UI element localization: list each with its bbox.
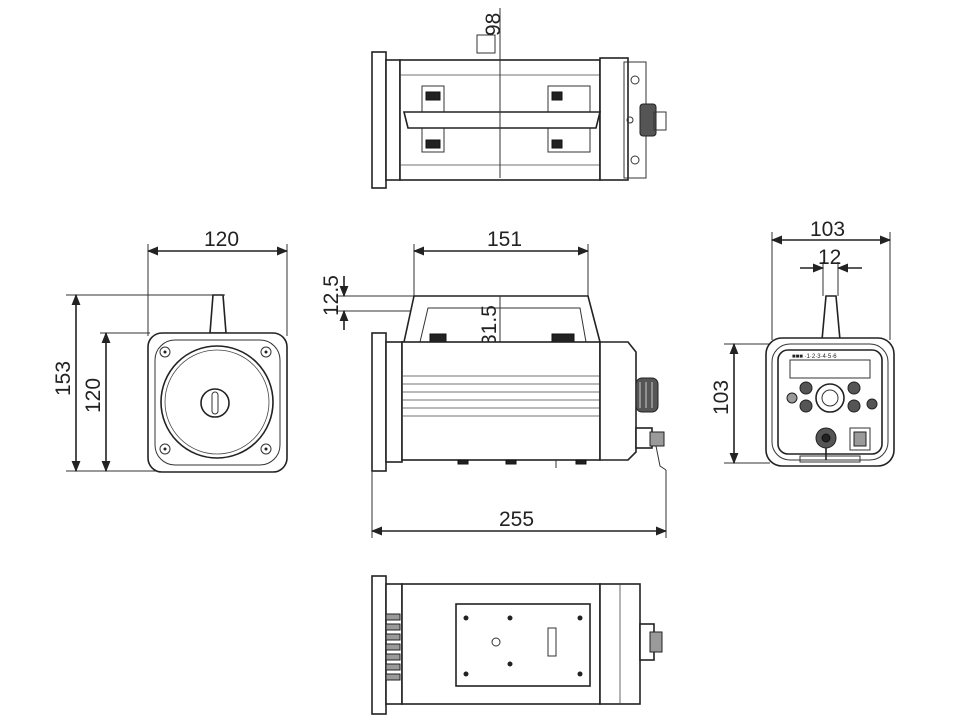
rear-view: 103 12 103 ■■■ ·1·2·3·4·5·6: [710, 218, 895, 467]
dim-front-handle-offset: 12.5: [320, 275, 343, 316]
left-view: 120 153 120: [52, 228, 289, 473]
dim-left-height-total: 153: [52, 361, 75, 396]
dim-rear-width: 103: [810, 218, 845, 241]
bottom-view: [371, 575, 663, 715]
dim-left-width: 120: [204, 228, 239, 251]
dim-top-square: 98: [482, 13, 505, 36]
front-view: 151 12.5 31.5: [320, 228, 668, 538]
svg-text:■■■ ·1·2·3·4·5·6: ■■■ ·1·2·3·4·5·6: [792, 354, 837, 360]
dim-front-handle-height: 31.5: [478, 305, 501, 346]
top-view: 98: [371, 8, 667, 189]
dim-rear-height: 103: [710, 380, 733, 415]
dim-left-height-body: 120: [82, 378, 105, 413]
dim-rear-inner: 12: [818, 246, 841, 269]
dim-front-top-width: 151: [487, 228, 522, 251]
square-symbol-icon: [476, 34, 496, 54]
dim-front-total-length: 255: [499, 508, 534, 531]
